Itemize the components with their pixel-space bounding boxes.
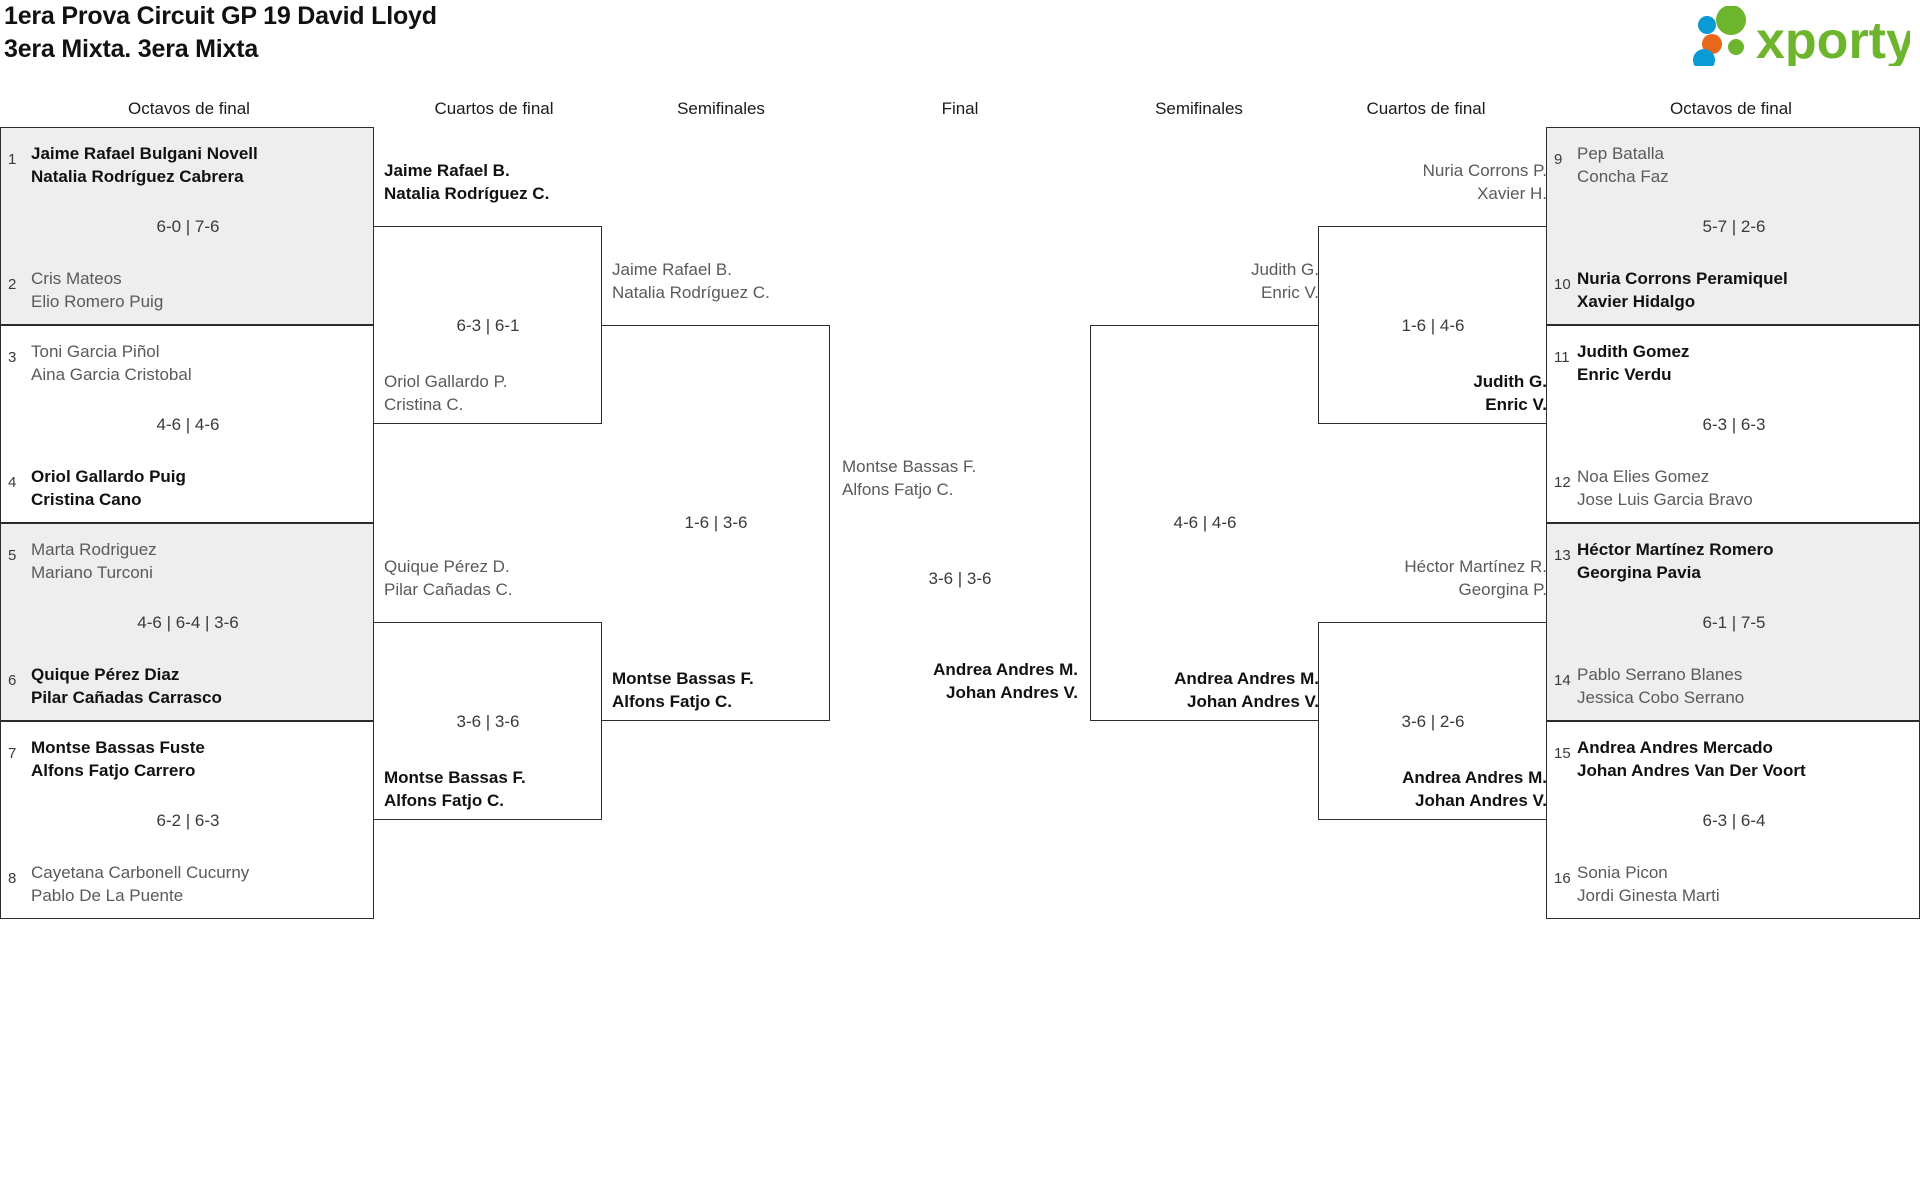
match-box-11[interactable]: 13 Héctor Martínez Romero Georgina Pavia…: [1546, 523, 1920, 721]
round-header-right-qf: Cuartos de final: [1366, 99, 1486, 118]
team-final-right: Andrea Andres M. Johan Andres V.: [933, 660, 1078, 702]
team-qf-right-2-top: Héctor Martínez R. Georgina P.: [1404, 557, 1547, 599]
seed-number-9: 9: [1554, 151, 1563, 168]
team-sf-right-bot: Andrea Andres M. Johan Andres V.: [1174, 669, 1319, 711]
score-match-9: 5-7 | 2-6: [1702, 217, 1766, 236]
logo-dot-blue-small: [1698, 16, 1716, 34]
round-header-left-sf: Semifinales: [677, 99, 765, 118]
score-match-3: 4-6 | 6-4 | 3-6: [137, 613, 239, 632]
team-9-top: Pep Batalla Concha Faz: [1577, 144, 1669, 186]
score-match-1: 6-0 | 7-6: [156, 217, 220, 236]
seed-number-6: 6: [8, 672, 17, 689]
seed-number-10: 10: [1554, 276, 1571, 293]
team-final-left: Montse Bassas F. Alfons Fatjo C.: [842, 457, 977, 499]
score-qf-left-2: 3-6 | 3-6: [456, 712, 520, 731]
team-12-bot: Noa Elies Gomez Jose Luis Garcia Bravo: [1577, 467, 1753, 509]
seed-number-3: 3: [8, 349, 17, 366]
team-1-top: Jaime Rafael Bulgani Novell Natalia Rodr…: [31, 144, 258, 186]
team-qf-left-1-bot: Oriol Gallardo P. Cristina C.: [384, 372, 508, 414]
seed-number-5: 5: [8, 547, 17, 564]
score-match-12: 6-3 | 6-4: [1702, 811, 1766, 830]
team-qf-right-1-bot: Judith G. Enric V.: [1473, 372, 1547, 414]
tournament-title-line1: 1era Prova Circuit GP 19 David Lloyd: [4, 2, 437, 30]
seed-number-8: 8: [8, 870, 17, 887]
xporty-logo: xporty: [1690, 5, 1915, 71]
team-5-top: Marta Rodriguez Mariano Turconi: [31, 540, 157, 582]
match-box-qf-right-1[interactable]: Nuria Corrons P. Xavier H. 1-6 | 4-6 Jud…: [1318, 161, 1547, 424]
seed-number-11: 11: [1554, 349, 1570, 366]
team-6-bot: Quique Pérez Diaz Pilar Cañadas Carrasco: [31, 665, 222, 707]
logo-dot-blue-large: [1693, 49, 1715, 71]
match-box-qf-right-2[interactable]: Héctor Martínez R. Georgina P. 3-6 | 2-6…: [1318, 557, 1547, 820]
match-box-1[interactable]: 1 Jaime Rafael Bulgani Novell Natalia Ro…: [0, 127, 374, 325]
round-header-right-r16: Octavos de final: [1670, 99, 1792, 118]
score-match-10: 6-3 | 6-3: [1702, 415, 1766, 434]
team-qf-right-2-bot: Andrea Andres M. Johan Andres V.: [1402, 768, 1547, 810]
score-qf-right-2: 3-6 | 2-6: [1401, 712, 1465, 731]
match-box-final[interactable]: Montse Bassas F. Alfons Fatjo C. 3-6 | 3…: [832, 455, 1088, 702]
team-qf-left-1-top: Jaime Rafael B. Natalia Rodríguez C.: [384, 161, 550, 203]
team-10-bot: Nuria Corrons Peramiquel Xavier Hidalgo: [1577, 269, 1788, 311]
score-match-2: 4-6 | 4-6: [156, 415, 220, 434]
score-match-4: 6-2 | 6-3: [156, 811, 220, 830]
seed-number-16: 16: [1554, 870, 1571, 887]
tournament-title-line2: 3era Mixta. 3era Mixta: [4, 35, 259, 63]
team-15-top: Andrea Andres Mercado Johan Andres Van D…: [1577, 738, 1806, 780]
seed-number-1: 1: [8, 151, 17, 168]
score-final: 3-6 | 3-6: [928, 569, 992, 588]
title-block: 1era Prova Circuit GP 19 David Lloyd 3er…: [4, 0, 437, 66]
seed-number-15: 15: [1554, 745, 1571, 762]
seed-number-12: 12: [1554, 474, 1571, 491]
team-qf-right-1-top: Nuria Corrons P. Xavier H.: [1422, 161, 1547, 203]
match-box-qf-left-2[interactable]: Quique Pérez D. Pilar Cañadas C. 3-6 | 3…: [374, 557, 602, 820]
match-box-9[interactable]: 9 Pep Batalla Concha Faz 5-7 | 2-6 10 Nu…: [1546, 127, 1920, 325]
match-box-3[interactable]: 5 Marta Rodriguez Mariano Turconi 4-6 | …: [0, 523, 374, 721]
match-box-sf-left[interactable]: Jaime Rafael B. Natalia Rodríguez C. 1-6…: [602, 260, 830, 721]
team-8-bot: Cayetana Carbonell Cucurny Pablo De La P…: [31, 863, 250, 905]
match-box-12[interactable]: 15 Andrea Andres Mercado Johan Andres Va…: [1546, 721, 1920, 919]
match-box-10[interactable]: 11 Judith Gomez Enric Verdu 6-3 | 6-3 12…: [1546, 325, 1920, 523]
score-sf-left: 1-6 | 3-6: [684, 513, 748, 532]
seed-number-2: 2: [8, 276, 17, 293]
match-box-sf-right[interactable]: Judith G. Enric V. 4-6 | 4-6 Andrea Andr…: [1090, 260, 1319, 721]
score-qf-left-1: 6-3 | 6-1: [456, 316, 520, 335]
team-sf-left-top: Jaime Rafael B. Natalia Rodríguez C.: [612, 260, 770, 302]
team-13-top: Héctor Martínez Romero Georgina Pavia: [1577, 540, 1774, 582]
match-box-4[interactable]: 7 Montse Bassas Fuste Alfons Fatjo Carre…: [0, 721, 374, 919]
xporty-logo-svg: xporty: [1693, 5, 1915, 71]
score-match-11: 6-1 | 7-5: [1702, 613, 1766, 632]
match-box-qf-left-1[interactable]: Jaime Rafael B. Natalia Rodríguez C. 6-3…: [374, 161, 602, 424]
team-sf-left-bot: Montse Bassas F. Alfons Fatjo C.: [612, 669, 754, 711]
team-4-bot: Oriol Gallardo Puig Cristina Cano: [31, 467, 186, 509]
logo-dot-green-large: [1716, 5, 1746, 35]
team-qf-left-2-bot: Montse Bassas F. Alfons Fatjo C.: [384, 768, 526, 810]
score-sf-right: 4-6 | 4-6: [1173, 513, 1237, 532]
seed-number-13: 13: [1554, 547, 1571, 564]
page-header: 1era Prova Circuit GP 19 David Lloyd 3er…: [0, 0, 1920, 88]
team-sf-right-top: Judith G. Enric V.: [1250, 260, 1319, 302]
team-7-top: Montse Bassas Fuste Alfons Fatjo Carrero: [31, 738, 205, 780]
seed-number-4: 4: [8, 474, 17, 491]
team-14-bot: Pablo Serrano Blanes Jessica Cobo Serran…: [1577, 665, 1745, 707]
team-2-bot: Cris Mateos Elio Romero Puig: [31, 269, 164, 311]
round-header-right-sf: Semifinales: [1155, 99, 1243, 118]
logo-dot-orange: [1702, 34, 1722, 54]
round-header-left-r16: Octavos de final: [128, 99, 250, 118]
seed-number-7: 7: [8, 745, 17, 762]
match-box-2[interactable]: 3 Toni Garcia Piñol Aina Garcia Cristoba…: [0, 325, 374, 523]
logo-dot-green-small: [1728, 39, 1744, 55]
team-3-top: Toni Garcia Piñol Aina Garcia Cristobal: [31, 342, 192, 384]
team-qf-left-2-top: Quique Pérez D. Pilar Cañadas C.: [384, 557, 513, 599]
round-header-final: Final: [941, 99, 979, 118]
team-11-top: Judith Gomez Enric Verdu: [1577, 342, 1690, 384]
seed-number-14: 14: [1554, 672, 1571, 689]
round-header-left-qf: Cuartos de final: [434, 99, 554, 118]
logo-wordmark: xporty: [1756, 12, 1910, 66]
score-qf-right-1: 1-6 | 4-6: [1401, 316, 1465, 335]
team-16-bot: Sonia Picon Jordi Ginesta Marti: [1577, 863, 1720, 905]
